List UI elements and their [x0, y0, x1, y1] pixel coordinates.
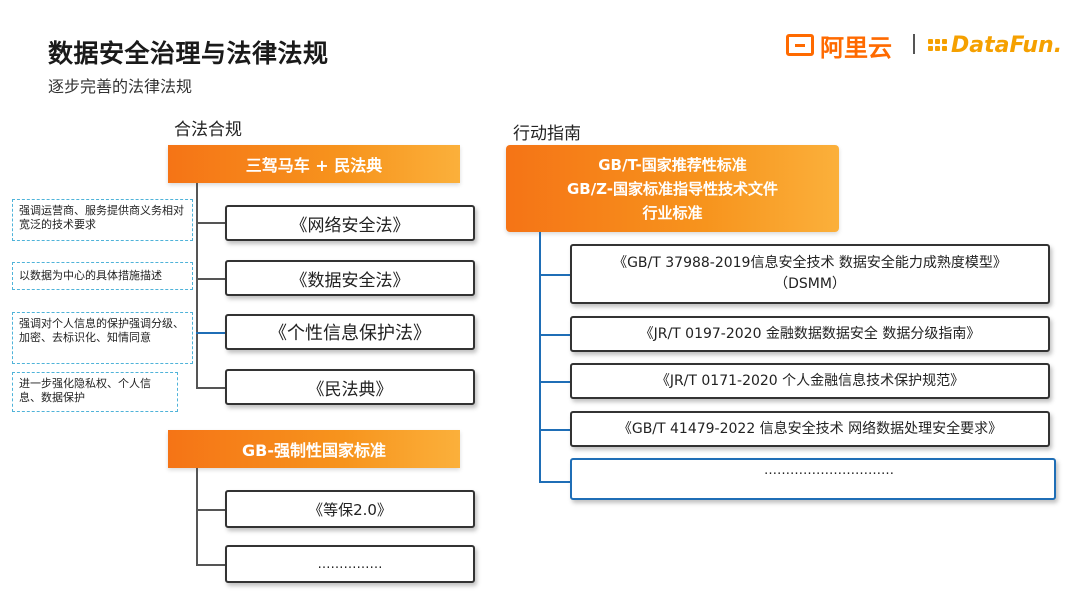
- guideline-label: 行动指南: [513, 124, 581, 144]
- compliance-label: 合法合规: [174, 120, 242, 140]
- law-civil-code: 《民法典》: [225, 369, 475, 405]
- aliyun-logo-text: 阿里云: [820, 33, 892, 62]
- std-more: …………………………: [570, 458, 1056, 500]
- datafun-logo: DataFun.: [928, 28, 1062, 62]
- standards-line-gbz: GB/Z-国家标准指导性技术文件: [566, 179, 779, 198]
- branch-line: [539, 481, 571, 483]
- branch-line: [196, 387, 226, 389]
- datafun-dots-icon: [928, 39, 947, 51]
- note-data-security: 以数据为中心的具体措施描述: [12, 262, 193, 290]
- std-dsmm-title: 《GB/T 37988-2019信息安全技术 数据安全能力成熟度模型》: [613, 255, 1007, 271]
- logo-separator: [913, 34, 915, 54]
- page-subtitle: 逐步完善的法律法规: [48, 77, 193, 96]
- standards-line-gbt: GB/T-国家推荐性标准: [598, 155, 747, 174]
- note-personal-info: 强调对个人信息的保护强调分级、加密、去标识化、知情同意: [12, 312, 193, 364]
- branch-line: [196, 278, 226, 280]
- std-dsmm-abbr: （DSMM）: [774, 276, 846, 292]
- law-personal-info: 《个性信息保护法》: [225, 314, 475, 350]
- branch-line: [196, 332, 226, 334]
- branch-line: [196, 564, 226, 566]
- three-laws-bar: 三驾马车 + 民法典: [168, 145, 460, 183]
- note-cybersecurity: 强调运营商、服务提供商义务相对宽泛的技术要求: [12, 199, 193, 241]
- tree-line-left-2: [196, 468, 198, 565]
- branch-line: [196, 509, 226, 511]
- standard-more: ……………: [225, 545, 475, 583]
- aliyun-bracket-icon: [786, 34, 814, 56]
- std-jrt-0197: 《JR/T 0197-2020 金融数据数据安全 数据分级指南》: [570, 316, 1050, 352]
- branch-line: [539, 429, 571, 431]
- page-title: 数据安全治理与法律法规: [48, 39, 329, 68]
- branch-line: [539, 381, 571, 383]
- standard-mlps: 《等保2.0》: [225, 490, 475, 528]
- std-gbt-41479: 《GB/T 41479-2022 信息安全技术 网络数据处理安全要求》: [570, 411, 1050, 447]
- tree-line-right: [539, 232, 541, 482]
- note-civil-code: 进一步强化隐私权、个人信息、数据保护: [12, 372, 178, 412]
- standards-line-industry: 行业标准: [642, 203, 703, 222]
- gb-mandatory-bar: GB-强制性国家标准: [168, 430, 460, 468]
- std-jrt-0171: 《JR/T 0171-2020 个人金融信息技术保护规范》: [570, 363, 1050, 399]
- datafun-logo-text: DataFun.: [951, 32, 1063, 58]
- branch-line: [539, 274, 571, 276]
- aliyun-logo: 阿里云: [786, 28, 892, 62]
- tree-line-left: [196, 183, 198, 388]
- law-cybersecurity: 《网络安全法》: [225, 205, 475, 241]
- std-dsmm: 《GB/T 37988-2019信息安全技术 数据安全能力成熟度模型》 （DSM…: [570, 244, 1050, 304]
- branch-line: [196, 222, 226, 224]
- law-data-security: 《数据安全法》: [225, 260, 475, 296]
- branch-line: [539, 334, 571, 336]
- standards-bar: GB/T-国家推荐性标准 GB/Z-国家标准指导性技术文件 行业标准: [506, 145, 839, 232]
